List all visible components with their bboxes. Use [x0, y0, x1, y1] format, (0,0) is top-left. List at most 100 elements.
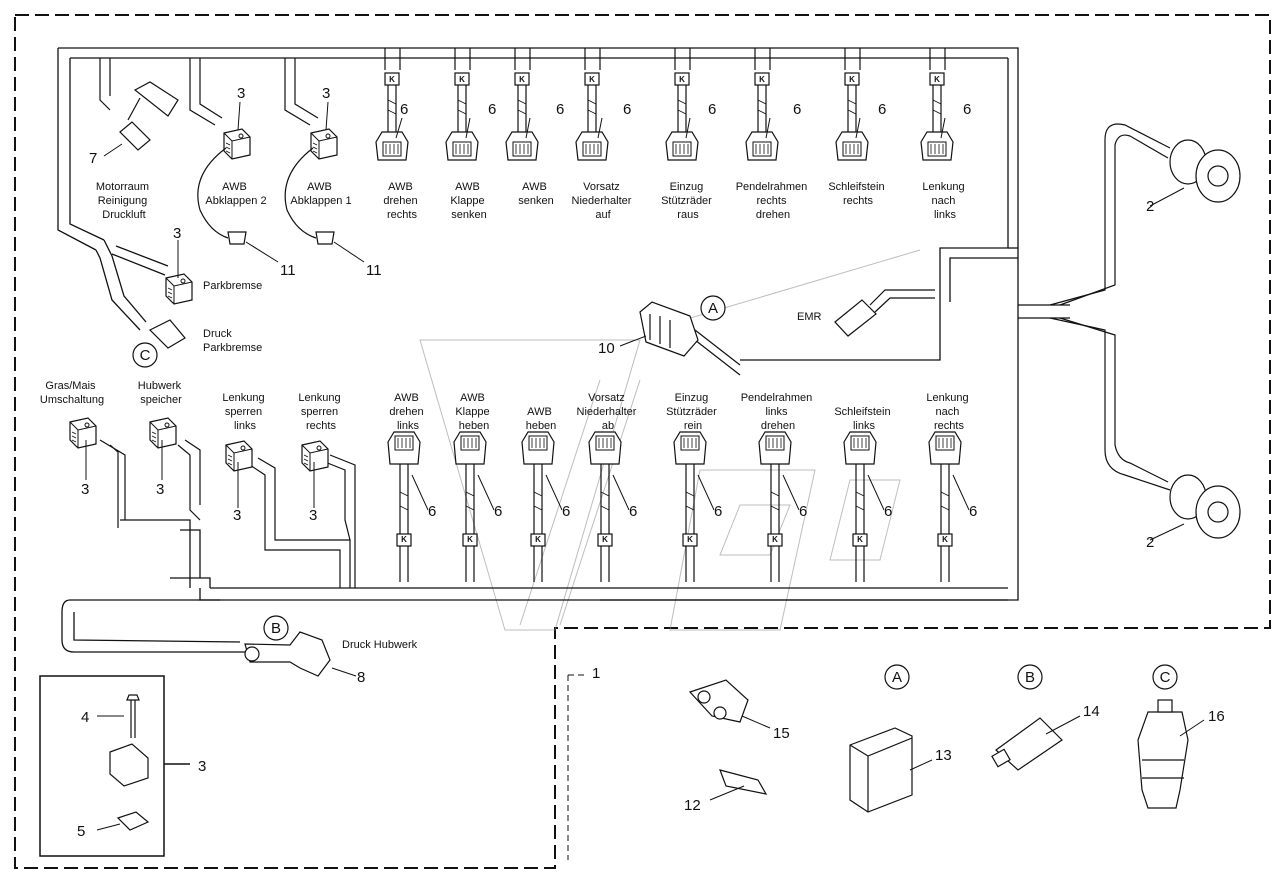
label-awb-drehen-rechts: AWB drehen rechts	[383, 181, 420, 221]
label-schleifstein-links: Schleifstein links	[834, 406, 893, 432]
detail-parts	[109, 694, 150, 831]
valve-schleifstein-rechts	[835, 72, 869, 161]
part-number-6: 6	[623, 101, 631, 118]
part-number-6: 6	[708, 101, 716, 118]
k-marker: K	[687, 535, 693, 544]
k-marker: K	[857, 535, 863, 544]
valve-awb-senken	[505, 72, 539, 161]
callout-A-part: A	[884, 664, 910, 690]
part-number-3: 3	[81, 481, 89, 498]
bottom-valve-markers: K K K K K K K K	[401, 535, 948, 544]
part-number-5: 5	[77, 823, 85, 840]
part-number-6: 6	[969, 503, 977, 520]
label-awb-klappe-heben: AWB Klappe heben	[455, 392, 492, 432]
label-emr: EMR	[797, 311, 822, 323]
label-lenkung-nach-rechts: Lenkung nach rechts	[926, 392, 971, 432]
label-awb-abklappen-2: AWB Abklappen 2	[205, 181, 266, 207]
part-number-11: 11	[366, 262, 382, 279]
outer-boundary	[14, 14, 1271, 869]
leader-lines	[85, 101, 1205, 860]
part-number-8: 8	[357, 669, 365, 686]
label-gras-mais-umschaltung: Gras/Mais Umschaltung	[40, 380, 104, 406]
part-number-4: 4	[81, 709, 89, 726]
part-number-2: 2	[1146, 198, 1154, 215]
k-marker: K	[934, 75, 940, 84]
part-number-6: 6	[400, 101, 408, 118]
label-awb-drehen-links: AWB drehen links	[389, 392, 426, 432]
valve-lenkung-nach-links	[920, 72, 954, 161]
label-vorsatz-niederhalter-auf: Vorsatz Niederhalter auf	[572, 181, 635, 221]
connector-10	[639, 301, 699, 357]
right-trunk	[1049, 123, 1171, 491]
label-awb-abklappen-1: AWB Abklappen 1	[290, 181, 351, 207]
connector-2-bottom	[1169, 474, 1241, 539]
label-vorsatz-niederhalter-ab: Vorsatz Niederhalter ab	[577, 392, 640, 432]
svg-text:A: A	[708, 300, 718, 317]
valve-pendelrahmen-links-drehen	[758, 431, 792, 583]
part-number-6: 6	[556, 101, 564, 118]
valve-awb-klappe-senken	[445, 72, 479, 161]
k-marker: K	[519, 75, 525, 84]
connector-8	[244, 631, 331, 677]
label-pendelrahmen-rechts-drehen: Pendelrahmen rechts drehen	[736, 181, 811, 221]
bottom-branches	[99, 439, 356, 588]
part-number-10: 10	[598, 340, 615, 357]
part-number-3: 3	[309, 507, 317, 524]
valve-lenkung-nach-rechts	[928, 431, 962, 583]
part-15-tee	[688, 679, 749, 723]
k-marker: K	[772, 535, 778, 544]
valve-awb-drehen-links	[387, 431, 421, 583]
k-marker: K	[942, 535, 948, 544]
k-marker: K	[401, 535, 407, 544]
label-pendelrahmen-links-drehen: Pendelrahmen links drehen	[741, 392, 816, 432]
label-awb-senken: AWB senken	[518, 181, 553, 207]
label-awb-klappe-senken: AWB Klappe senken	[450, 181, 487, 221]
part-number-6: 6	[878, 101, 886, 118]
label-lenkung-nach-links: Lenkung nach links	[922, 181, 967, 221]
k-marker: K	[759, 75, 765, 84]
solenoid-awb-abklappen-2	[223, 128, 251, 160]
harness-frame	[57, 47, 1070, 653]
connector-2-top	[1169, 139, 1241, 203]
part-number-7: 7	[89, 150, 97, 167]
label-awb-heben: AWB heben	[526, 406, 557, 432]
valve-vorsatz-niederhalter-ab	[588, 431, 622, 583]
part-number-2: 2	[1146, 534, 1154, 551]
label-lenkung-sperren-rechts: Lenkung sperren rechts	[298, 392, 343, 432]
connector-7	[119, 81, 179, 151]
part-number-12: 12	[684, 797, 701, 814]
label-parkbremse: Parkbremse	[203, 280, 262, 292]
k-marker: K	[535, 535, 541, 544]
label-einzug-stuetzraeder-rein: Einzug Stützräder rein	[666, 392, 720, 432]
part-number-6: 6	[793, 101, 801, 118]
part-numbers: 6 6 6 6 6 6 6 6 6 6 6 6 6 6 6 6 3 3 3 3 …	[77, 85, 1225, 840]
callout-C-part: C	[1152, 664, 1178, 690]
valve-einzug-stuetzraeder-rein	[673, 431, 707, 583]
part-number-6: 6	[714, 503, 722, 520]
k-marker: K	[679, 75, 685, 84]
callout-C-harness: C	[132, 342, 158, 368]
solenoid-lenkung-sperren-rechts	[301, 440, 329, 472]
part-number-3: 3	[156, 481, 164, 498]
part-number-3: 3	[322, 85, 330, 102]
part-14-switch	[991, 717, 1063, 771]
top-branches	[99, 48, 946, 126]
label-hubwerk-speicher: Hubwerk speicher	[138, 380, 184, 406]
label-einzug-stuetzraeder-raus: Einzug Stützräder raus	[661, 181, 715, 221]
k-marker: K	[389, 75, 395, 84]
valve-vorsatz-niederhalter-auf	[575, 72, 609, 161]
bottom-labels: Gras/Mais Umschaltung Hubwerk speicher L…	[40, 380, 971, 432]
label-lenkung-sperren-links: Lenkung sperren links	[222, 392, 267, 432]
callout-A-harness: A	[700, 295, 726, 321]
valve-einzug-stuetzraeder-raus	[665, 72, 699, 161]
label-schleifstein-rechts: Schleifstein rechts	[828, 181, 887, 207]
part-number-14: 14	[1083, 703, 1100, 720]
svg-text:B: B	[271, 620, 281, 637]
top-valves	[375, 72, 954, 161]
part-13-box	[849, 727, 913, 813]
callout-B-harness: B	[263, 615, 289, 641]
part-number-11: 11	[280, 262, 296, 279]
k-marker: K	[589, 75, 595, 84]
svg-text:C: C	[140, 347, 151, 364]
